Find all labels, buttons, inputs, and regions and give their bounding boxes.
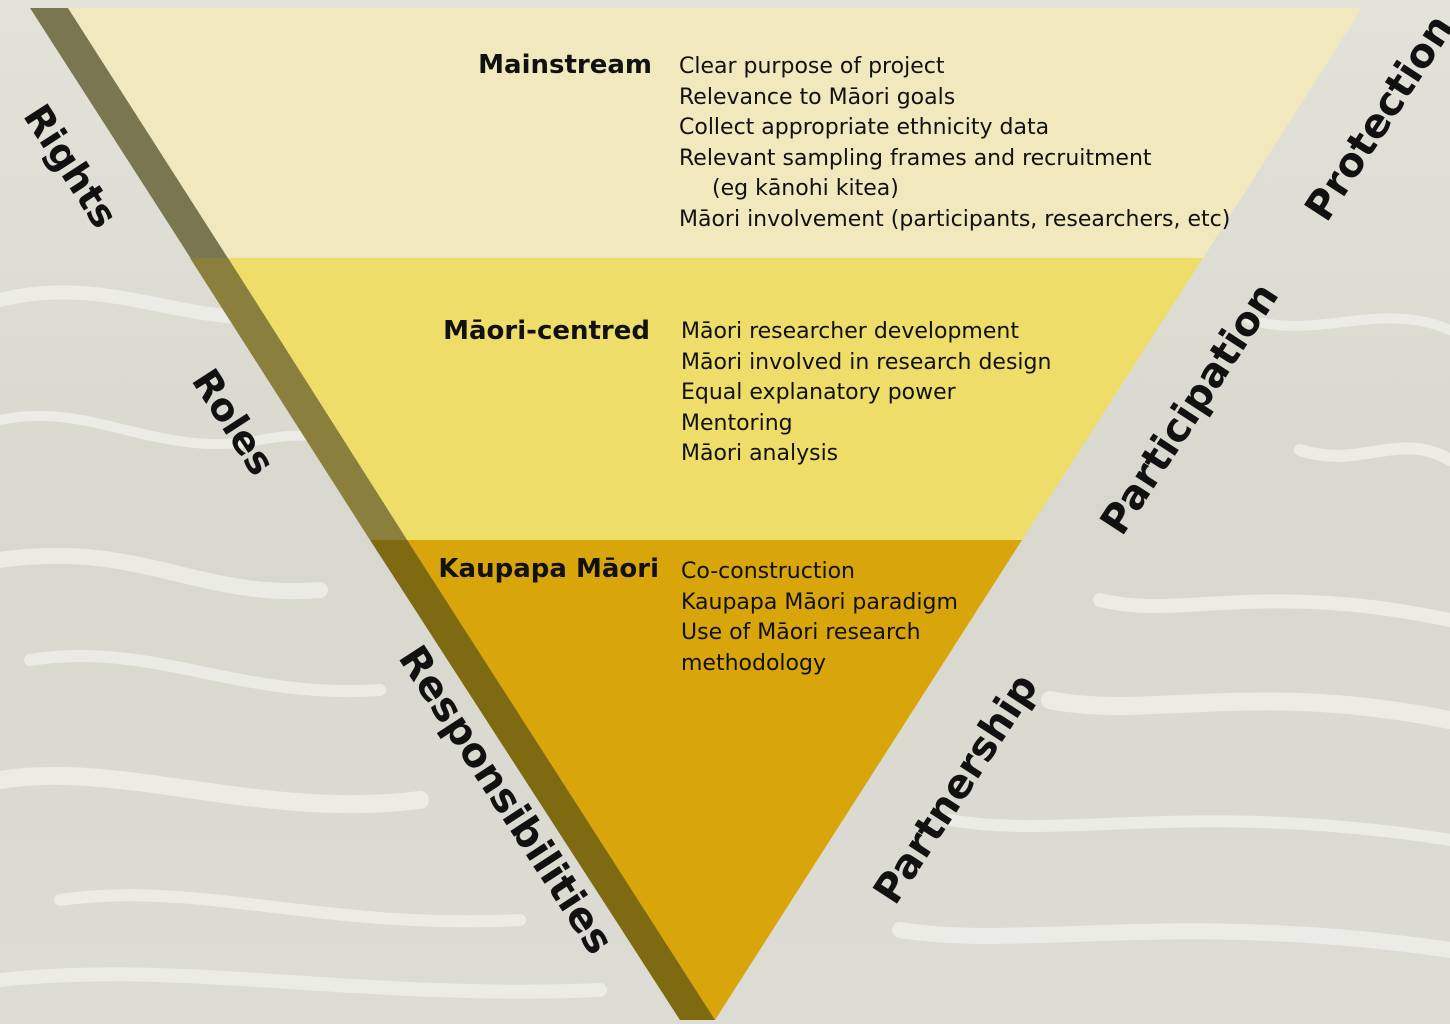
tier-kaupapa-maori-list: Co-construction Kaupapa Māori paradigm U… [681, 557, 958, 679]
list-item: Māori analysis [681, 441, 839, 467]
left-edge-band-low [370, 540, 715, 1020]
list-item: Equal explanatory power [681, 380, 956, 406]
list-item: Māori researcher development [681, 319, 1019, 344]
list-item: Relevant sampling frames and recruitment [679, 145, 1152, 171]
background-texture [0, 285, 1450, 999]
list-item: Māori involvement (participants, researc… [679, 206, 1231, 232]
list-item: Co-construction [681, 559, 855, 584]
list-item: methodology [681, 650, 826, 676]
tier-kaupapa-maori-title: Kaupapa Māori [438, 554, 659, 584]
list-item: (eg kānohi kitea) [712, 176, 899, 202]
tier-mainstream-list: Clear purpose of project Relevance to Mā… [679, 52, 1230, 236]
list-item: Māori involved in research design [681, 349, 1052, 375]
tier-maori-centred-title: Māori-centred [443, 316, 650, 346]
tier-mainstream-band [68, 8, 1362, 258]
tier-mainstream-title: Mainstream [478, 50, 652, 80]
tier-kaupapa-maori-band [407, 540, 1022, 1020]
list-item: Mentoring [681, 410, 793, 436]
list-item: Relevance to Māori goals [679, 84, 956, 110]
tier-maori-centred-list: Māori researcher development Māori invol… [681, 317, 1051, 470]
left-edge-band-mid [190, 258, 407, 540]
list-item: Collect appropriate ethnicity data [679, 115, 1050, 141]
tier-maori-centred-band [228, 258, 1203, 540]
list-item: Kaupapa Māori paradigm [681, 589, 958, 615]
list-item: Use of Māori research [681, 620, 921, 646]
list-item: Clear purpose of project [679, 54, 945, 79]
